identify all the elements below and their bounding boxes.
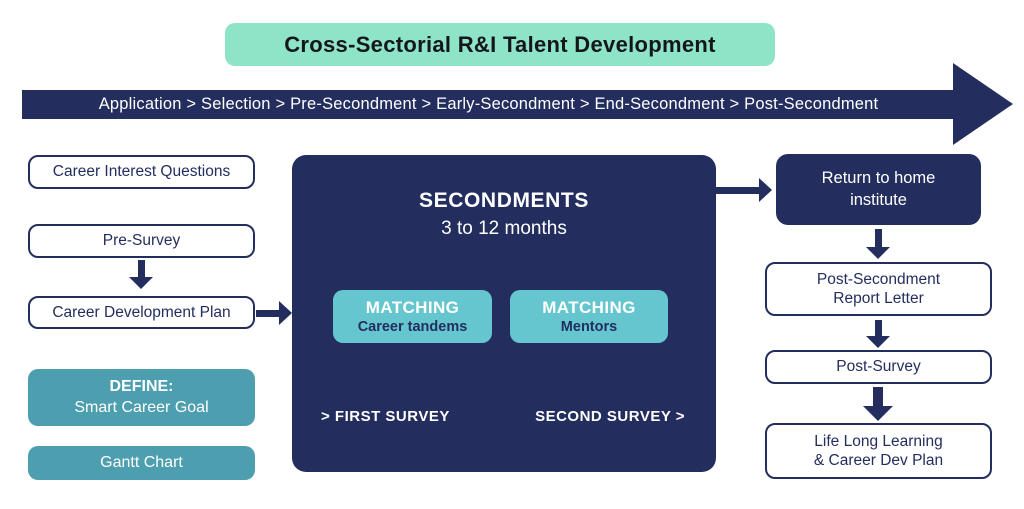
arrow-head bbox=[866, 247, 890, 259]
box-lifelong-learning-career-dev-plan: Life Long Learning & Career Dev Plan bbox=[765, 423, 992, 479]
box-gantt-chart: Gantt Chart bbox=[28, 446, 255, 480]
process-banner: Application > Selection > Pre-Secondment… bbox=[22, 90, 955, 119]
matching-mentors-subtitle: Mentors bbox=[560, 319, 618, 336]
arrow-shaft bbox=[137, 260, 145, 277]
box-career-interest-questions-label: Career Interest Questions bbox=[52, 163, 231, 181]
arrow-shaft bbox=[714, 186, 759, 194]
box-matching-mentors: MATCHING Mentors bbox=[510, 290, 668, 343]
define-title: DEFINE: bbox=[109, 377, 174, 395]
box-career-development-plan-label: Career Development Plan bbox=[52, 303, 231, 321]
secondments-subtitle: 3 to 12 months bbox=[441, 218, 567, 239]
box-pre-survey-label: Pre-Survey bbox=[102, 232, 181, 250]
return-home-line2: institute bbox=[850, 190, 907, 209]
arrow-shaft bbox=[256, 309, 279, 317]
arrow-shaft bbox=[874, 320, 882, 336]
arrow-shaft bbox=[873, 387, 883, 406]
arrow-right-icon bbox=[714, 177, 772, 203]
box-career-interest-questions: Career Interest Questions bbox=[28, 155, 255, 189]
box-pre-survey: Pre-Survey bbox=[28, 224, 255, 258]
box-post-survey-label: Post-Survey bbox=[836, 358, 921, 376]
secondments-title: SECONDMENTS bbox=[419, 189, 589, 212]
box-post-survey: Post-Survey bbox=[765, 350, 992, 384]
arrow-down-icon bbox=[129, 260, 153, 289]
lifelong-line1: Life Long Learning bbox=[814, 432, 943, 450]
arrow-head bbox=[129, 277, 153, 289]
matching-mentors-title: MATCHING bbox=[542, 297, 636, 317]
box-matching-career-tandems: MATCHING Career tandems bbox=[333, 290, 492, 343]
report-letter-line2: Report Letter bbox=[833, 290, 924, 307]
box-gantt-chart-label: Gantt Chart bbox=[100, 453, 183, 471]
arrow-head bbox=[863, 406, 893, 421]
process-banner-text: Application > Selection > Pre-Secondment… bbox=[98, 95, 879, 113]
arrow-shaft bbox=[874, 229, 882, 247]
lifelong-line2: & Career Dev Plan bbox=[813, 452, 944, 469]
arrow-down-icon bbox=[866, 229, 890, 259]
box-post-secondment-report-letter: Post-Secondment Report Letter bbox=[765, 262, 992, 316]
box-career-development-plan: Career Development Plan bbox=[28, 296, 255, 329]
arrow-down-icon bbox=[863, 387, 893, 421]
arrow-head bbox=[759, 178, 772, 202]
process-banner-arrowhead-icon bbox=[953, 63, 1013, 145]
matching-tandems-title: MATCHING bbox=[365, 297, 460, 317]
page-title: Cross-Sectorial R&I Talent Development bbox=[225, 23, 775, 66]
define-subtitle: Smart Career Goal bbox=[74, 398, 209, 416]
arrow-head bbox=[279, 301, 292, 325]
return-home-line1: Return to home bbox=[821, 169, 936, 188]
panel-secondments: SECONDMENTS 3 to 12 months MATCHING Care… bbox=[292, 155, 716, 472]
report-letter-line1: Post-Secondment bbox=[816, 270, 941, 288]
matching-tandems-subtitle: Career tandems bbox=[357, 319, 468, 336]
arrow-right-icon bbox=[256, 300, 292, 326]
arrow-head bbox=[866, 336, 890, 348]
first-survey-label: > FIRST SURVEY bbox=[321, 408, 450, 425]
box-return-home-institute: Return to home institute bbox=[776, 154, 981, 225]
second-survey-label: SECOND SURVEY > bbox=[535, 408, 685, 425]
box-define-smart-career-goal: DEFINE: Smart Career Goal bbox=[28, 369, 255, 426]
arrow-down-icon bbox=[866, 320, 890, 348]
